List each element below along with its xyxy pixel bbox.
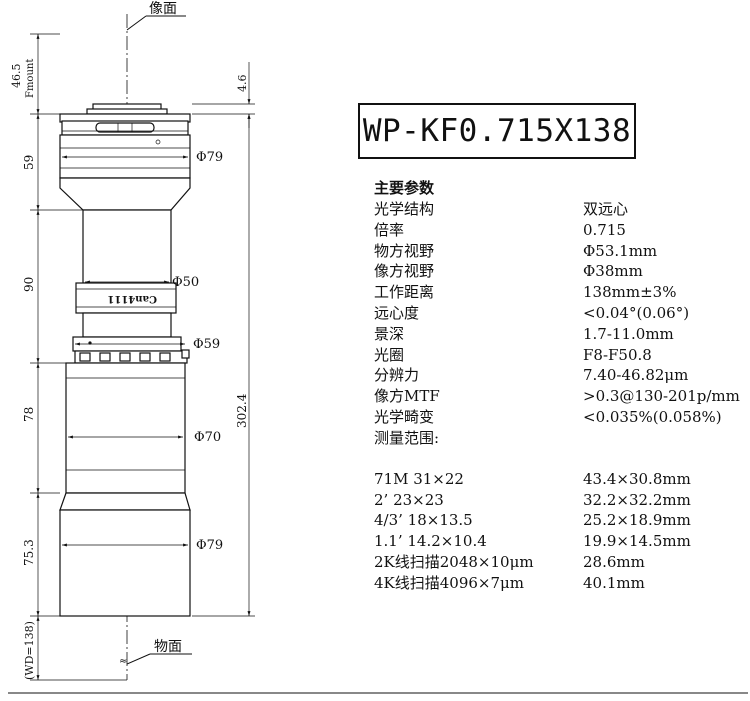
param-row: 像方视野 Φ38mm xyxy=(374,261,734,282)
range-row: 1.1’ 14.2×10.4 19.9×14.5mm xyxy=(374,531,734,552)
range-row: 2K线扫描2048×10μm 28.6mm xyxy=(374,552,734,573)
range-row-key: 4/3’ 18×13.5 xyxy=(374,511,473,530)
param-row-key: 倍率 xyxy=(374,220,405,239)
param-row-key: 光圈 xyxy=(374,345,405,364)
image-plane-label: 像面 xyxy=(149,1,177,17)
fmount-text-label: Fmount xyxy=(25,59,36,98)
range-row-key: 2K线扫描2048×10μm xyxy=(374,552,534,571)
ring-engraving: Can4111 xyxy=(107,293,157,304)
param-row-value: 1.7-11.0mm xyxy=(583,324,674,343)
range-row-value: 25.2×18.9mm xyxy=(583,511,691,530)
param-row: 光圈 F8-F50.8 xyxy=(374,345,734,366)
d50-label: Φ50 xyxy=(172,275,199,290)
seg2-label: 90 xyxy=(22,277,36,292)
param-row-key: 光学畸变 xyxy=(374,407,435,426)
param-row-key: 工作距离 xyxy=(374,283,435,302)
param-row-value: <0.035%(0.058%) xyxy=(583,407,722,426)
seg1-label: 59 xyxy=(22,155,36,170)
param-row-value: F8-F50.8 xyxy=(583,345,652,364)
wd-label: (WD=138) xyxy=(23,621,36,680)
right-dimension-chain: 4.6 302.4 xyxy=(192,62,255,617)
model-name: WP-KF0.715X138 xyxy=(362,113,632,149)
param-row-key: 物方视野 xyxy=(374,241,435,260)
left-dimension-chain: 46.5 Fmount 59 90 78 75.3 (WD=138) xyxy=(10,33,127,681)
d79-bottom-label: Φ79 xyxy=(196,538,223,553)
param-row: 景深 1.7-11.0mm xyxy=(374,324,734,345)
param-row: 倍率 0.715 xyxy=(374,220,734,241)
param-row-value: Φ53.1mm xyxy=(583,241,658,260)
param-row-key: 像方视野 xyxy=(374,262,435,281)
param-row-key: 分辨力 xyxy=(374,366,420,385)
flange-label: 4.6 xyxy=(236,75,249,93)
range-row: 2’ 23×23 32.2×32.2mm xyxy=(374,490,734,511)
range-row-value: 32.2×32.2mm xyxy=(583,490,691,509)
param-row-value: 0.715 xyxy=(583,220,626,239)
image-plane-marker: 像面 xyxy=(126,1,186,31)
range-row-value: 40.1mm xyxy=(583,573,645,592)
param-row-key: 远心度 xyxy=(374,303,420,322)
param-row-value: 双远心 xyxy=(583,200,629,218)
d79-top-label: Φ79 xyxy=(196,150,223,165)
param-row-value: <0.04°(0.06°) xyxy=(583,303,690,322)
param-row: 远心度 <0.04°(0.06°) xyxy=(374,303,734,324)
range-title: 测量范围: xyxy=(374,428,440,447)
param-row-value: Φ38mm xyxy=(583,262,643,281)
range-row: 71M 31×22 43.4×30.8mm xyxy=(374,469,734,490)
param-row-key: 像方MTF xyxy=(374,387,440,406)
d70-label: Φ70 xyxy=(194,430,221,445)
params-title: 主要参数 xyxy=(374,179,435,197)
param-row: 分辨力 7.40-46.82μm xyxy=(374,365,734,386)
range-row-key: 71M 31×22 xyxy=(374,469,464,488)
seg4-label: 75.3 xyxy=(22,539,36,566)
param-row-key: 景深 xyxy=(374,324,405,343)
range-row-value: 28.6mm xyxy=(583,552,645,571)
param-row: 光学结构 双远心 xyxy=(374,199,734,220)
range-row-value: 43.4×30.8mm xyxy=(583,469,691,488)
svg-text:≈: ≈ xyxy=(119,656,127,667)
param-row-value: >0.3@130-201p/mm xyxy=(583,387,740,406)
range-row: 4K线扫描4096×7μm 40.1mm xyxy=(374,573,734,594)
lens-body: Can4111 xyxy=(59,103,191,617)
param-row-value: 7.40-46.82μm xyxy=(583,366,689,385)
fmount-height-label: 46.5 xyxy=(10,64,23,89)
param-row: 物方视野 Φ53.1mm xyxy=(374,241,734,262)
param-row: 光学畸变 <0.035%(0.058%) xyxy=(374,407,734,428)
range-row-key: 1.1’ 14.2×10.4 xyxy=(374,532,487,551)
diameter-annotations: Φ79 Φ50 Φ59 Φ70 Φ79 xyxy=(62,150,223,553)
range-row-key: 2’ 23×23 xyxy=(374,490,444,509)
param-row: 工作距离 138mm±3% xyxy=(374,282,734,303)
seg3-label: 78 xyxy=(22,407,36,422)
total-length-label: 302.4 xyxy=(235,393,249,428)
object-plane-label: 物面 xyxy=(154,639,182,655)
param-rows: 光学结构 双远心倍率 0.715 物方视野 Φ53.1mm 像方视野 Φ38mm 工作距离 13… xyxy=(374,199,740,428)
model-name-box: WP-KF0.715X138 xyxy=(358,103,636,159)
param-row-value: 138mm±3% xyxy=(583,283,677,302)
range-row-value: 19.9×14.5mm xyxy=(583,532,691,551)
param-row-key: 光学结构 xyxy=(374,200,435,218)
object-plane-marker: 物面 ≈ xyxy=(119,639,192,667)
d59-label: Φ59 xyxy=(193,337,220,352)
param-row: 像方MTF >0.3@130-201p/mm xyxy=(374,386,740,407)
range-row-key: 4K线扫描4096×7μm xyxy=(374,573,525,592)
range-row: 4/3’ 18×13.5 25.2×18.9mm xyxy=(374,510,734,531)
